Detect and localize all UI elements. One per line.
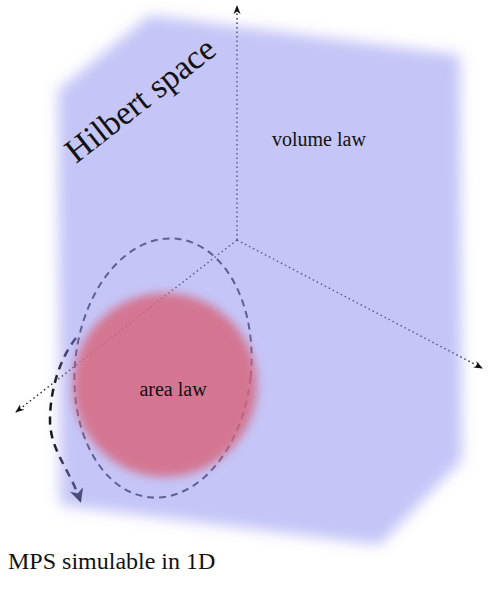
circle-fill bbox=[73, 293, 257, 477]
region-label: area law bbox=[139, 378, 206, 400]
hilbert-space-region: area law volume law bbox=[55, 10, 465, 550]
shape-outline bbox=[55, 10, 465, 550]
area-law-circle: area law bbox=[73, 293, 257, 477]
text-holder: volume law bbox=[272, 128, 366, 150]
region-fill bbox=[58, 15, 462, 545]
region-label: volume law bbox=[272, 128, 366, 150]
callout-label: MPS simulable in 1D bbox=[8, 548, 215, 574]
label-holder: MPS simulable in 1D bbox=[8, 548, 215, 574]
text-holder: area law bbox=[139, 378, 206, 400]
